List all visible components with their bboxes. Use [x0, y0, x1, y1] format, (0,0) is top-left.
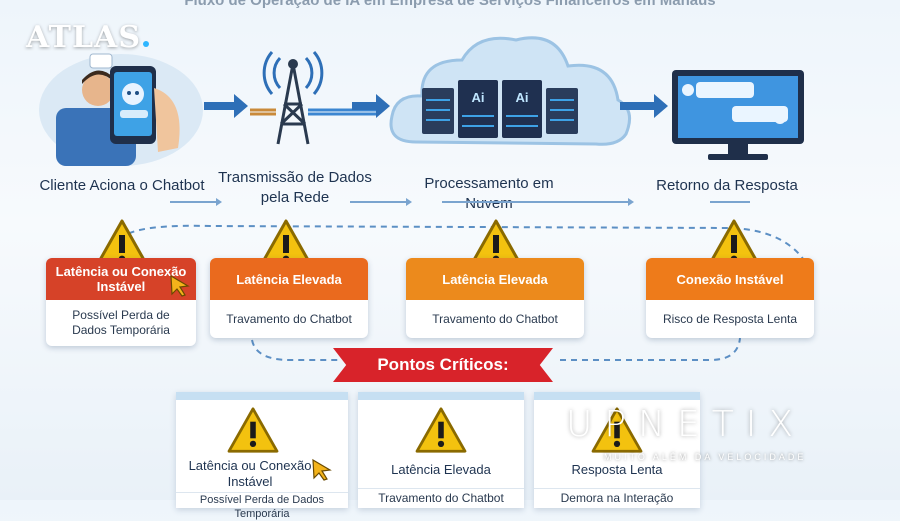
cursor-icon [312, 458, 332, 481]
critical-card: Latência ou Conexão Instável Possível Pe… [176, 392, 348, 520]
risk-card-title: Latência ou Conexão Instável [46, 258, 196, 300]
warning-icon [591, 407, 643, 453]
risk-card: Latência Elevada Travamento do Chatbot [210, 258, 368, 338]
antenna-tower-icon [250, 51, 378, 145]
flow-arrow-icon [620, 94, 668, 118]
risk-card-body: Travamento do Chatbot [432, 311, 558, 326]
stage-3-label: Processamento em Nuvem [424, 175, 554, 212]
risk-card-title: Conexão Instável [646, 258, 814, 300]
svg-text:Ai: Ai [472, 90, 485, 105]
risk-card-body: Possível Perda de Dados Temporária [72, 308, 170, 337]
critical-card-title: Latência ou Conexão Instável [188, 458, 312, 489]
upnetix-watermark: UPNETIX [566, 404, 806, 445]
critical-card: Latência Elevada Travamento do Chatbot [358, 392, 524, 508]
flow-arrow-icon [204, 94, 248, 118]
risk-card-body: Travamento do Chatbot [226, 311, 352, 326]
flow-arrow-icon [352, 94, 390, 118]
risk-card: Latência ou Conexão Instável Possível Pe… [46, 258, 196, 346]
upnetix-tagline: MUITO ALÉM DA VELOCIDADE [604, 452, 807, 462]
stage-2-label: Transmissão de Dados pela Rede [218, 169, 372, 206]
stage-4-label: Retorno da Resposta [656, 177, 798, 194]
risk-card: Latência Elevada Travamento do Chatbot [406, 258, 584, 338]
diagram-title: Fluxo de Operação de IA em Empresa de Se… [184, 0, 716, 9]
cloud-server-icon: Ai Ai [389, 36, 632, 146]
risk-card-body: Risco de Resposta Lenta [662, 311, 798, 326]
critical-points-banner: Pontos Críticos: [333, 348, 553, 382]
critical-card: Resposta Lenta Demora na Interação [534, 392, 700, 508]
stage-1-label: Cliente Aciona o Chatbot [39, 177, 205, 194]
critical-card-body: Possível Perda de Dados Temporária [176, 492, 348, 520]
atlas-logo: ATLAS [26, 20, 149, 55]
critical-card-title: Resposta Lenta [571, 462, 663, 477]
risk-card-title: Latência Elevada [406, 258, 584, 300]
dashed-flow-loop [119, 224, 811, 361]
cursor-icon [170, 274, 190, 297]
critical-card-body: Travamento do Chatbot [358, 488, 524, 509]
critical-card-title: Latência Elevada [391, 462, 491, 477]
warning-icon [415, 407, 467, 453]
risk-card-title: Latência Elevada [210, 258, 368, 300]
critical-card-body: Demora na Interação [534, 488, 700, 509]
flow-connector [170, 198, 750, 206]
atlas-logo-text: ATLAS [26, 20, 141, 55]
phone-chatbot-icon [39, 53, 203, 166]
risk-card: Conexão Instável Risco de Resposta Lenta [646, 258, 814, 338]
monitor-chat-icon [672, 70, 804, 160]
warning-icon [227, 407, 279, 453]
svg-text:Ai: Ai [516, 90, 529, 105]
